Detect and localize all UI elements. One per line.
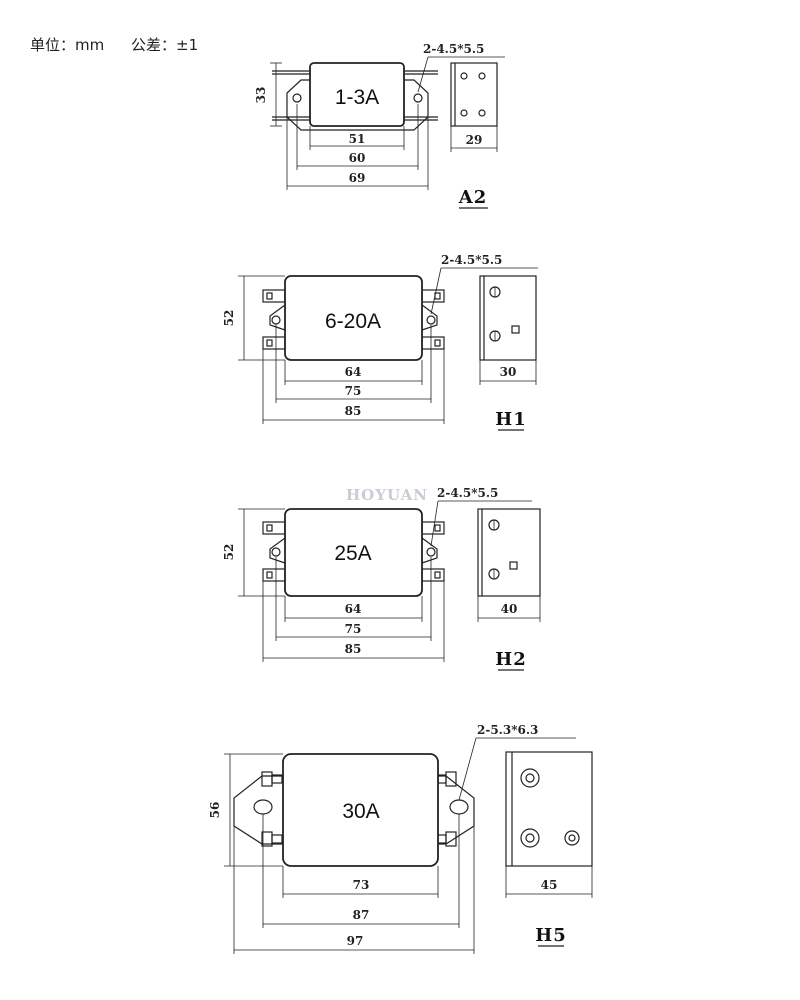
hole-spec: 2-4.5*5.5 bbox=[437, 486, 498, 500]
dim-holes: 87 bbox=[353, 908, 370, 922]
side-view bbox=[479, 275, 537, 361]
dim-overall: 69 bbox=[349, 171, 366, 185]
height-dim: 52 bbox=[222, 310, 236, 327]
side-view bbox=[477, 508, 541, 597]
side-dim: 30 bbox=[500, 365, 517, 379]
side-dim: 45 bbox=[541, 878, 558, 892]
mount-hole-left bbox=[253, 799, 273, 815]
mount-hole-left bbox=[292, 93, 302, 103]
package-tag: H1 bbox=[495, 409, 527, 430]
hole-spec: 2-4.5*5.5 bbox=[423, 42, 484, 56]
mount-hole-right bbox=[449, 799, 469, 815]
side-dim: 29 bbox=[466, 133, 483, 147]
filter-body bbox=[309, 62, 405, 127]
units-note: 单位：mm 公差：±1 bbox=[30, 34, 198, 55]
dim-overall: 97 bbox=[347, 934, 364, 948]
dim-holes: 75 bbox=[345, 384, 362, 398]
hole-spec: 2-4.5*5.5 bbox=[441, 253, 502, 267]
terminal bbox=[262, 289, 286, 303]
side-view bbox=[505, 751, 593, 867]
unit-label: 单位：mm bbox=[30, 36, 105, 54]
height-dim: 52 bbox=[222, 544, 236, 561]
drawing-h5: 30A 56 73 87 97 2-5.3*6.3 45 H5 bbox=[208, 723, 593, 954]
package-tag: H5 bbox=[535, 925, 567, 946]
model-label: 1-3A bbox=[335, 86, 379, 109]
model-label: 6-20A bbox=[325, 310, 381, 333]
drawing-a2: 1-3A 33 51 60 69 2-4.5*5.5 29 A2 bbox=[254, 42, 505, 209]
dim-body: 51 bbox=[349, 132, 366, 146]
height-dim: 33 bbox=[254, 87, 268, 104]
package-tag: A2 bbox=[458, 187, 488, 208]
filter-body bbox=[284, 508, 423, 597]
mount-plate bbox=[286, 79, 429, 131]
dim-holes: 60 bbox=[349, 151, 366, 165]
dim-overall: 85 bbox=[345, 642, 362, 656]
filter-body bbox=[284, 275, 423, 361]
dim-body: 73 bbox=[353, 878, 370, 892]
side-dim: 40 bbox=[501, 602, 518, 616]
height-dim: 56 bbox=[208, 802, 222, 819]
model-label: 30A bbox=[342, 800, 379, 823]
dim-body: 64 bbox=[345, 365, 362, 379]
dim-overall: 85 bbox=[345, 404, 362, 418]
package-tag: H2 bbox=[495, 649, 527, 670]
drawing-h2: 25A 52 64 75 85 2-4.5*5.5 40 H2 bbox=[222, 486, 541, 671]
mount-hole-right bbox=[413, 93, 423, 103]
model-label: 25A bbox=[334, 542, 371, 565]
tolerance-label: 公差：±1 bbox=[131, 36, 199, 54]
filter-body bbox=[282, 753, 439, 867]
hole-spec: 2-5.3*6.3 bbox=[477, 723, 538, 737]
drawing-h1: 6-20A 52 64 75 85 2-4.5*5.5 30 H1 bbox=[222, 253, 538, 431]
watermark-brand: HOYUAN bbox=[346, 486, 428, 504]
dim-body: 64 bbox=[345, 602, 362, 616]
dim-holes: 75 bbox=[345, 622, 362, 636]
side-view bbox=[450, 62, 498, 127]
